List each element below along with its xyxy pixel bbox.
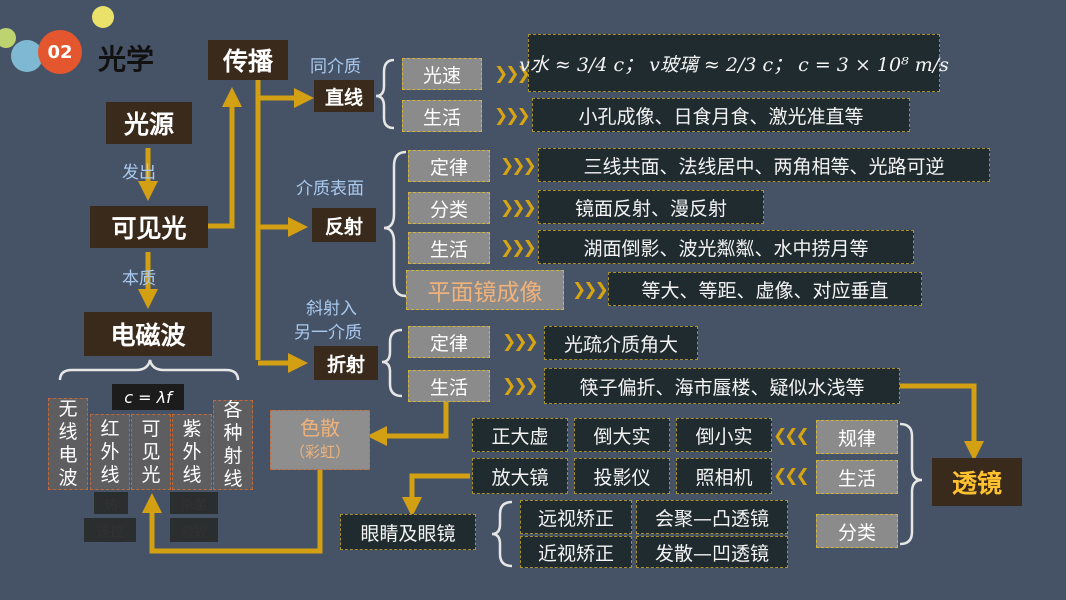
em-wave-box: 电磁波 xyxy=(84,312,212,356)
straight-item-speed: 光速 xyxy=(402,58,482,90)
reflection-box: 反射 xyxy=(312,208,376,242)
reflection-item-law: 定律 xyxy=(408,150,490,182)
lens-rule-2: 倒大实 xyxy=(574,418,670,452)
tag-remote: 遥控 xyxy=(84,518,136,542)
tag-money: 验钞 xyxy=(170,518,218,542)
lens-life-label: 生活 xyxy=(816,460,898,494)
dispersion-title: 色散 xyxy=(300,416,340,440)
chevron-right-icon: ❯❯❯ xyxy=(500,198,537,218)
spectrum-ultraviolet: 紫外线 xyxy=(172,414,212,490)
propagation-box: 传播 xyxy=(208,40,288,80)
arrow-to-eye xyxy=(402,473,470,517)
decor-circle xyxy=(92,6,114,28)
chevron-right-icon: ❯❯❯ xyxy=(494,106,531,126)
refraction-desc-life: 筷子偏折、海市蜃楼、疑似水浅等 xyxy=(544,368,900,404)
refraction-condition-1: 斜射入 xyxy=(306,299,357,319)
light-source-box: 光源 xyxy=(106,102,192,144)
arrow-to-lens xyxy=(900,383,984,461)
class-far-correct: 远视矫正 xyxy=(520,500,632,534)
decor-circle xyxy=(11,40,43,72)
bracket-refraction xyxy=(381,328,403,398)
chevron-right-icon: ❯❯❯ xyxy=(572,280,609,300)
chevron-left-icon: ❯❯❯ xyxy=(776,466,810,486)
reflection-desc-life: 湖面倒影、波光粼粼、水中捞月等 xyxy=(538,230,914,264)
visible-light-box: 可见光 xyxy=(90,206,208,248)
reflection-item-class: 分类 xyxy=(408,192,490,224)
section-title: 光学 xyxy=(98,43,155,76)
refraction-desc-law: 光疏介质角大 xyxy=(544,326,698,360)
bracket-em xyxy=(58,359,240,381)
spectrum-rays: 各种射线 xyxy=(213,399,253,490)
arrow-to-visible xyxy=(142,470,323,554)
tag-sterilize: 杀菌 xyxy=(170,492,218,514)
straight-desc-speed: v水 ≈ 3/4 c； v玻璃 ≈ 2/3 c； c = 3 × 10⁸ m/s xyxy=(519,34,949,92)
chevron-right-icon: ❯❯❯ xyxy=(500,238,537,258)
reflection-item-life: 生活 xyxy=(408,232,490,264)
spectrum-infrared: 红外线 xyxy=(90,414,130,490)
reflection-item-plane-mirror: 平面镜成像 xyxy=(406,270,564,310)
chevron-left-icon: ❯❯❯ xyxy=(776,426,810,446)
dispersion-subtitle: （彩虹） xyxy=(289,443,350,461)
reflection-desc-law: 三线共面、法线居中、两角相等、光路可逆 xyxy=(538,148,990,182)
eye-glasses-box: 眼睛及眼镜 xyxy=(340,514,476,550)
lens-life-3: 照相机 xyxy=(676,458,772,494)
reflection-desc-class: 镜面反射、漫反射 xyxy=(538,190,764,224)
chevron-right-icon: ❯❯❯ xyxy=(494,64,531,84)
lens-life-2: 投影仪 xyxy=(574,458,670,494)
arrow-to-dispersion xyxy=(367,402,449,446)
lens-rule-label: 规律 xyxy=(816,420,898,454)
tag-heat: 热 xyxy=(94,492,128,514)
reflection-condition: 介质表面 xyxy=(296,179,364,199)
bracket-eye xyxy=(491,500,513,568)
arrow-to-propagation xyxy=(208,87,242,229)
lens-box: 透镜 xyxy=(932,458,1022,506)
emit-label: 发出 xyxy=(122,163,156,183)
class-convex: 会聚—凸透镜 xyxy=(636,500,788,534)
chevron-right-icon: ❯❯❯ xyxy=(502,376,539,396)
class-near-correct: 近视矫正 xyxy=(520,536,632,568)
spectrum-visible: 可见光 xyxy=(131,414,171,490)
chevron-right-icon: ❯❯❯ xyxy=(500,156,537,176)
refraction-condition-2: 另一介质 xyxy=(294,323,362,343)
lens-class-label: 分类 xyxy=(816,514,898,548)
decor-circle xyxy=(0,28,16,48)
bracket-straight xyxy=(375,58,395,130)
reflection-desc-plane-mirror: 等大、等距、虚像、对应垂直 xyxy=(608,272,922,306)
section-badge: 02 xyxy=(38,30,82,74)
straight-condition: 同介质 xyxy=(310,57,361,77)
straight-item-life: 生活 xyxy=(402,100,482,132)
refraction-item-life: 生活 xyxy=(408,370,490,402)
class-concave: 发散—凹透镜 xyxy=(636,536,788,568)
lens-rule-3: 倒小实 xyxy=(676,418,772,452)
propagation-trunk xyxy=(255,57,288,360)
dispersion-box: 色散 （彩虹） xyxy=(270,410,370,470)
lens-rule-1: 正大虚 xyxy=(472,418,568,452)
bracket-reflection xyxy=(383,150,407,298)
straight-desc-life: 小孔成像、日食月食、激光准直等 xyxy=(532,98,910,132)
spectrum-radio: 无线电波 xyxy=(48,398,88,490)
chevron-right-icon: ❯❯❯ xyxy=(502,332,539,352)
bracket-lens xyxy=(899,422,923,546)
wave-formula: c = λf xyxy=(112,384,184,410)
refraction-box: 折射 xyxy=(314,346,378,380)
refraction-item-law: 定律 xyxy=(408,326,490,358)
lens-life-1: 放大镜 xyxy=(472,458,568,494)
essence-label: 本质 xyxy=(122,269,156,289)
straight-box: 直线 xyxy=(314,80,374,112)
